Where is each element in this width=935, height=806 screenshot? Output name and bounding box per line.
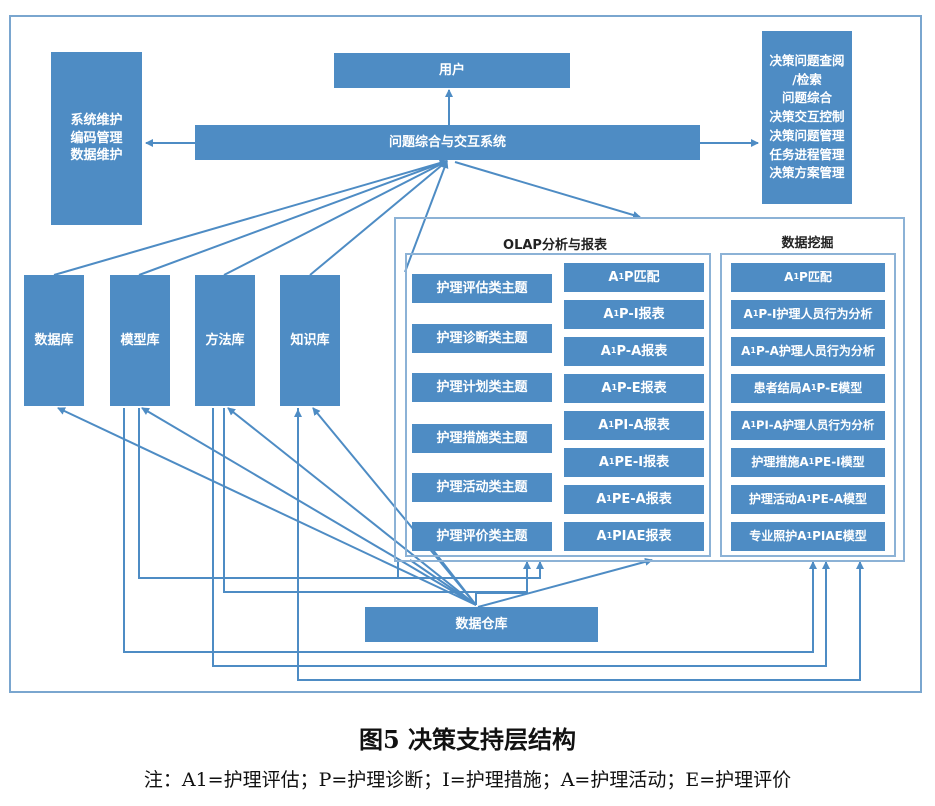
knowledge-library-box: 知识库 <box>280 275 340 406</box>
arrow-model-to-interaction <box>138 159 448 276</box>
olap-theme: 护理诊断类主题 <box>412 324 552 353</box>
arrow-interaction-to-analysis <box>454 161 641 219</box>
wire-warehouse-to-olap <box>475 592 527 605</box>
figure-note: 注：A1=护理评估；P=护理诊断；I=护理措施；A=护理活动；E=护理评价 <box>143 769 792 791</box>
wire-model-to-olap <box>138 408 544 579</box>
wire-method-to-olap <box>223 408 531 593</box>
analysis-panel <box>394 217 905 562</box>
arrow-db-to-interaction <box>53 159 448 276</box>
arrow-warehouse-to-olap-left <box>409 559 477 606</box>
wire-model-bottom <box>123 408 817 653</box>
data-warehouse-box: 数据仓库 <box>365 607 598 642</box>
decision-item: 任务进程管理 <box>769 146 845 162</box>
olap-theme: 护理评价类主题 <box>412 522 552 551</box>
decision-item: /检索 <box>792 71 822 87</box>
user-box: 用户 <box>334 53 570 88</box>
arrow-warehouse-to-method <box>227 407 477 606</box>
arrow-warehouse-to-model <box>141 407 477 606</box>
olap-theme: 护理计划类主题 <box>412 373 552 402</box>
figure-title: 图5 决策支持层结构 <box>358 725 577 754</box>
wire-method-bottom <box>212 408 830 667</box>
maintenance-item: 数据维护 <box>70 148 123 164</box>
arrow-method-to-interaction <box>223 160 448 276</box>
mining-title: 数据挖掘 <box>781 236 834 251</box>
mining-panel <box>720 253 896 557</box>
decision-item: 决策交互控制 <box>769 109 845 125</box>
olap-theme: 护理措施类主题 <box>412 424 552 453</box>
arrow-warehouse-to-db <box>57 407 477 606</box>
method-library-box: 方法库 <box>195 275 255 406</box>
maintenance-item: 编码管理 <box>70 130 123 146</box>
maintenance-item: 系统维护 <box>70 113 123 129</box>
arrow-warehouse-to-mining-diag <box>477 557 653 608</box>
olap-panel <box>405 253 711 557</box>
diagram-frame <box>9 15 922 693</box>
database-box: 数据库 <box>24 275 84 406</box>
olap-theme: 护理活动类主题 <box>412 473 552 502</box>
decision-item: 决策问题查阅 <box>769 52 845 68</box>
olap-theme: 护理评估类主题 <box>412 274 552 303</box>
interaction-system-box: 问题综合与交互系统 <box>195 125 700 160</box>
decision-item: 决策问题管理 <box>769 127 845 143</box>
model-library-box: 模型库 <box>110 275 170 406</box>
decision-functions-box: 决策问题查阅 /检索 问题综合 决策交互控制 决策问题管理 任务进程管理 决策方… <box>762 31 852 204</box>
decision-item: 决策方案管理 <box>769 165 845 181</box>
olap-title: OLAP分析与报表 <box>503 238 607 253</box>
maintenance-box: 系统维护 编码管理 数据维护 <box>51 52 142 225</box>
decision-item: 问题综合 <box>781 90 832 106</box>
arrow-knowledge-to-interaction <box>309 160 448 276</box>
